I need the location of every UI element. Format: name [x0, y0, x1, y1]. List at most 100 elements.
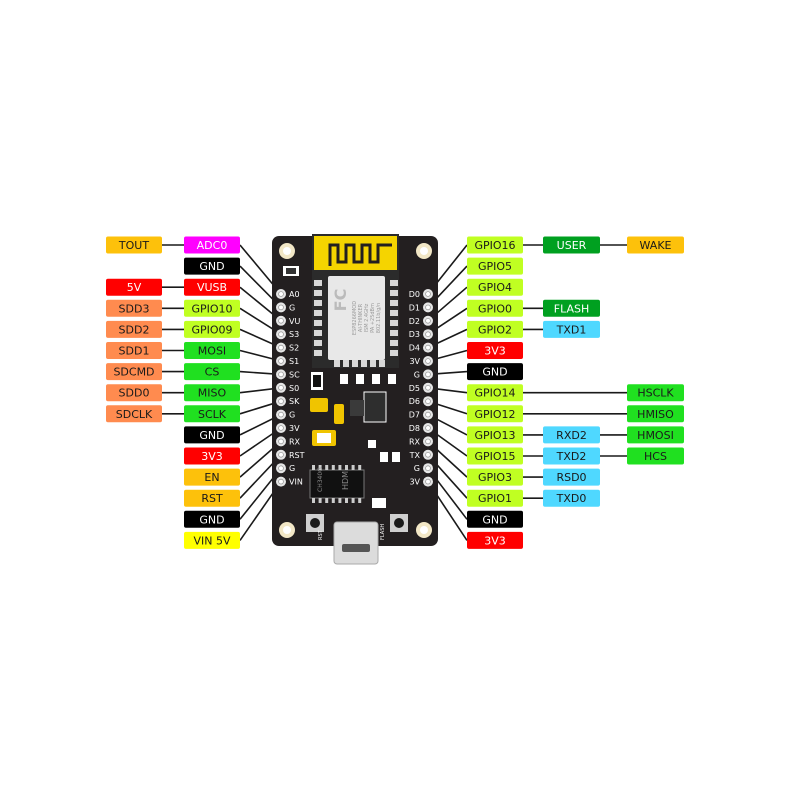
- flash-button-cap[interactable]: [394, 518, 404, 528]
- right-pin-label: GPIO3: [467, 468, 523, 486]
- right-alt-label-bg: [543, 426, 600, 444]
- header-pin-hole: [278, 411, 284, 418]
- right-pin-label: GPIO4: [467, 278, 523, 296]
- left-pin-label-bg: [184, 426, 240, 444]
- left-pin-label: GND: [184, 426, 240, 444]
- left-alt-label-text: TOUT: [118, 239, 149, 252]
- right-alt-label-text: TXD0: [556, 492, 587, 505]
- left-pin-label-text: MISO: [198, 387, 227, 400]
- crystal-body: [317, 433, 331, 443]
- left-pin-label: SCLK: [184, 405, 240, 423]
- right-pin-label: GPIO16: [467, 236, 523, 254]
- smd-part: [372, 374, 380, 384]
- module-pad: [390, 330, 398, 336]
- left-alt-label-bg: [106, 320, 162, 338]
- right-pin-label: GPIO2: [467, 320, 523, 338]
- chip-leg: [331, 465, 335, 470]
- smd-part: [388, 374, 396, 384]
- module-pad: [379, 360, 385, 367]
- module-pad: [361, 360, 367, 367]
- header-pin-hole: [425, 384, 431, 391]
- header-pin-hole: [425, 451, 431, 458]
- left-alt-label-text: SDD3: [119, 302, 150, 315]
- right-pin-label-bg: [467, 257, 523, 275]
- smd-part: [372, 498, 386, 508]
- smd-part: [340, 374, 348, 384]
- right-pin-label: GPIO5: [467, 257, 523, 275]
- header-pin-hole: [425, 331, 431, 338]
- right-alt-label-text: FLASH: [554, 302, 590, 315]
- left-pin-label-text: GND: [199, 429, 224, 442]
- left-pin-label-text: ADC0: [197, 239, 228, 252]
- left-alt-label-text: SDD1: [119, 345, 150, 358]
- silk-label-right: D8: [409, 424, 420, 433]
- module-pad: [390, 350, 398, 356]
- chip-leg: [345, 498, 348, 503]
- tantalum-capacitor: [310, 398, 328, 412]
- silk-label-right: RX: [409, 437, 421, 446]
- chip-leg: [325, 498, 329, 503]
- right-pin-label-text: GPIO16: [474, 239, 515, 252]
- smd-part: [356, 374, 364, 384]
- left-pin-label: GPIO09: [184, 320, 240, 338]
- left-pin-label-bg: [184, 236, 240, 254]
- header-pin-hole: [425, 304, 431, 311]
- left-pin-label-text: MOSI: [198, 345, 226, 358]
- module-print-text: ESP8266MOD: [352, 301, 358, 335]
- smd-part: [368, 440, 376, 448]
- module-pad: [314, 340, 322, 346]
- flash-button-label: FLASH: [380, 524, 386, 540]
- silk-label-left: 3V: [289, 424, 300, 433]
- header-pin-hole: [425, 344, 431, 351]
- led-pad: [286, 268, 296, 274]
- silk-label-right: D7: [409, 411, 420, 420]
- module-pad: [390, 340, 398, 346]
- left-alt-label: SDD0: [106, 384, 162, 402]
- left-pin-label: MISO: [184, 384, 240, 402]
- header-pin-hole: [278, 291, 284, 297]
- left-pin-label-bg: [184, 278, 240, 296]
- header-pin-hole: [278, 371, 284, 378]
- right-pin-label-bg: [467, 384, 523, 402]
- left-pin-label: VUSB: [184, 278, 240, 296]
- module-pad: [314, 320, 322, 326]
- rst-button-cap[interactable]: [310, 518, 320, 528]
- right-pin-label: GND: [467, 510, 523, 528]
- chip-leg: [351, 498, 355, 503]
- silk-label-left: G: [289, 464, 295, 473]
- left-alt-label-bg: [106, 405, 162, 423]
- left-pin-label-bg: [184, 384, 240, 402]
- header-pin-hole: [425, 291, 431, 297]
- chip-leg: [351, 465, 355, 470]
- left-pin-label-text: VIN 5V: [193, 534, 230, 547]
- right-func-label-text: HMISO: [637, 408, 674, 421]
- module-pad: [314, 280, 322, 286]
- chip-leg: [318, 465, 322, 470]
- right-func-label-text: HSCLK: [637, 387, 674, 400]
- left-pin-label-bg: [184, 468, 240, 486]
- right-pin-label-text: 3V3: [484, 534, 506, 547]
- right-func-label: WAKE: [627, 236, 684, 254]
- module-pad: [343, 360, 349, 367]
- rst-button-label: RST: [318, 529, 324, 540]
- header-pin-hole: [278, 317, 284, 324]
- right-pin-label: GND: [467, 363, 523, 381]
- left-pin-label-bg: [184, 510, 240, 528]
- right-pin-label-text: GPIO13: [474, 429, 515, 442]
- right-func-label-text: WAKE: [640, 239, 672, 252]
- left-pin-label-text: GND: [199, 513, 224, 526]
- right-pin-label-text: GPIO4: [478, 281, 512, 294]
- left-alt-label: 5V: [106, 278, 162, 296]
- module-pad: [370, 360, 376, 367]
- left-pin-label: EN: [184, 468, 240, 486]
- left-alt-label: SDD2: [106, 320, 162, 338]
- silk-label-left: G: [289, 303, 295, 312]
- right-pin-label-bg: [467, 447, 523, 465]
- right-pin-label-text: GPIO15: [474, 450, 515, 463]
- right-alt-label: FLASH: [543, 299, 600, 317]
- regulator: [363, 391, 387, 423]
- silk-label-left: VIN: [289, 478, 303, 487]
- right-pin-label-bg: [467, 299, 523, 317]
- right-pin-label-bg: [467, 468, 523, 486]
